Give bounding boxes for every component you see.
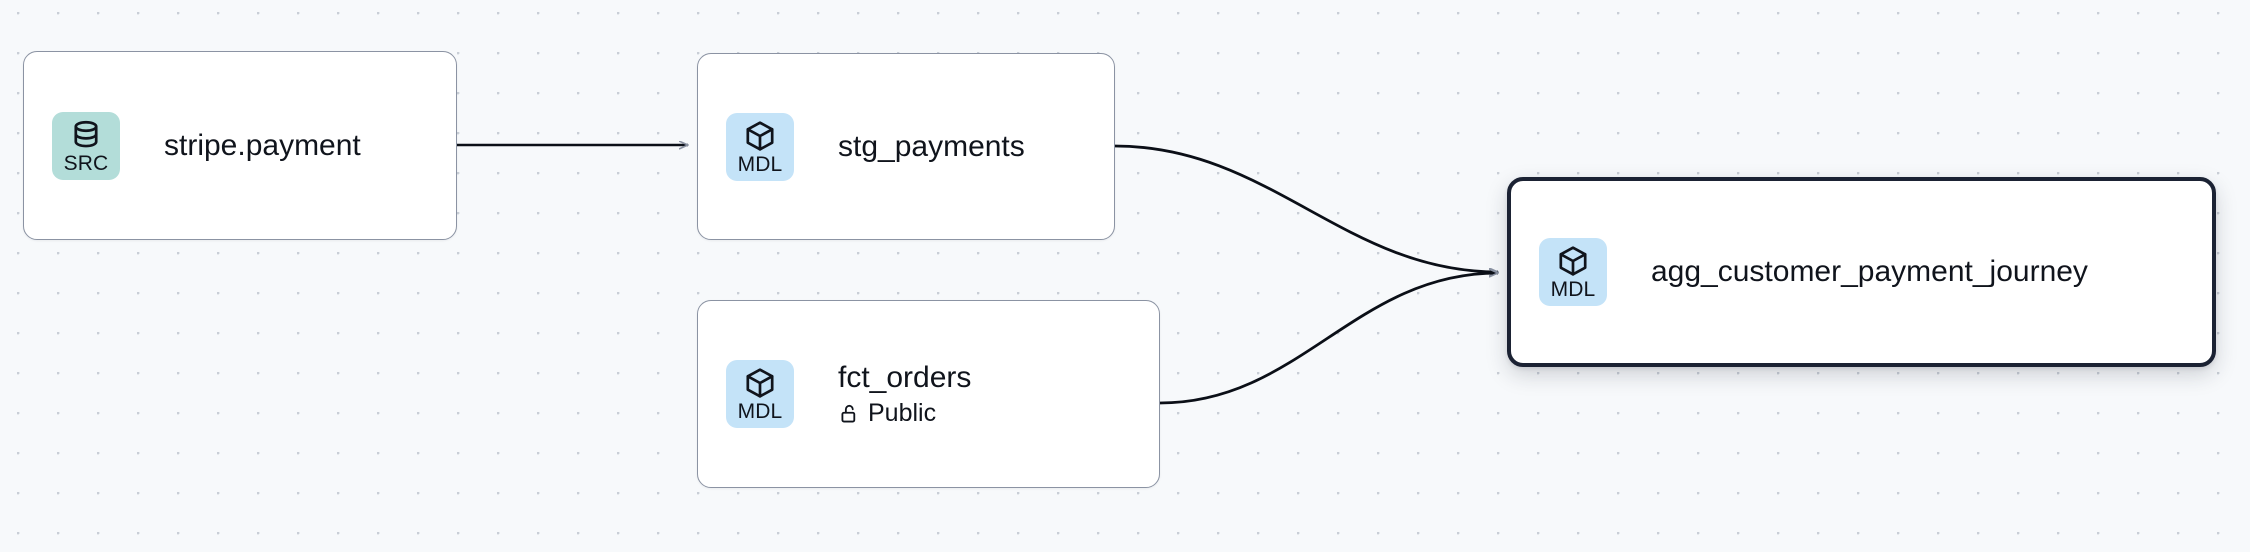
edge-fct-orders-to-agg-customer-payment-journey (1159, 273, 1498, 405)
graph-node-stripe-payment[interactable]: SRC stripe.payment (23, 51, 457, 240)
graph-node-stg-payments[interactable]: MDL stg_payments (697, 53, 1115, 240)
cube-icon (743, 366, 777, 400)
node-badge-label: MDL (1550, 278, 1596, 301)
cube-icon (743, 119, 777, 153)
node-visibility: Public (838, 399, 971, 427)
node-badge-label: SRC (63, 151, 109, 175)
node-title: fct_orders (838, 361, 972, 394)
node-body: stg_payments (838, 130, 1025, 164)
graph-node-fct-orders[interactable]: MDL fct_orders Public (697, 300, 1160, 488)
node-title: agg_customer_payment_journey (1651, 255, 2088, 288)
node-body: stripe.payment (164, 129, 361, 163)
node-badge-label: MDL (737, 400, 783, 423)
graph-node-agg-customer-payment-journey[interactable]: MDL agg_customer_payment_journey (1507, 177, 2216, 367)
node-title: stg_payments (838, 129, 1025, 163)
database-icon (69, 118, 103, 152)
cube-icon (1556, 244, 1590, 278)
node-body: fct_orders Public (838, 361, 971, 427)
node-badge-mdl: MDL (726, 112, 794, 181)
node-badge-src: SRC (52, 111, 120, 180)
node-visibility-label: Public (868, 399, 937, 427)
unlock-icon (838, 402, 861, 425)
node-badge-label: MDL (737, 152, 783, 176)
node-badge-mdl: MDL (1539, 238, 1607, 306)
node-title: stripe.payment (164, 128, 361, 162)
edge-stg-payments-to-agg-customer-payment-journey (1114, 144, 1498, 272)
node-body: agg_customer_payment_journey (1651, 255, 2088, 289)
node-badge-mdl: MDL (726, 360, 794, 428)
